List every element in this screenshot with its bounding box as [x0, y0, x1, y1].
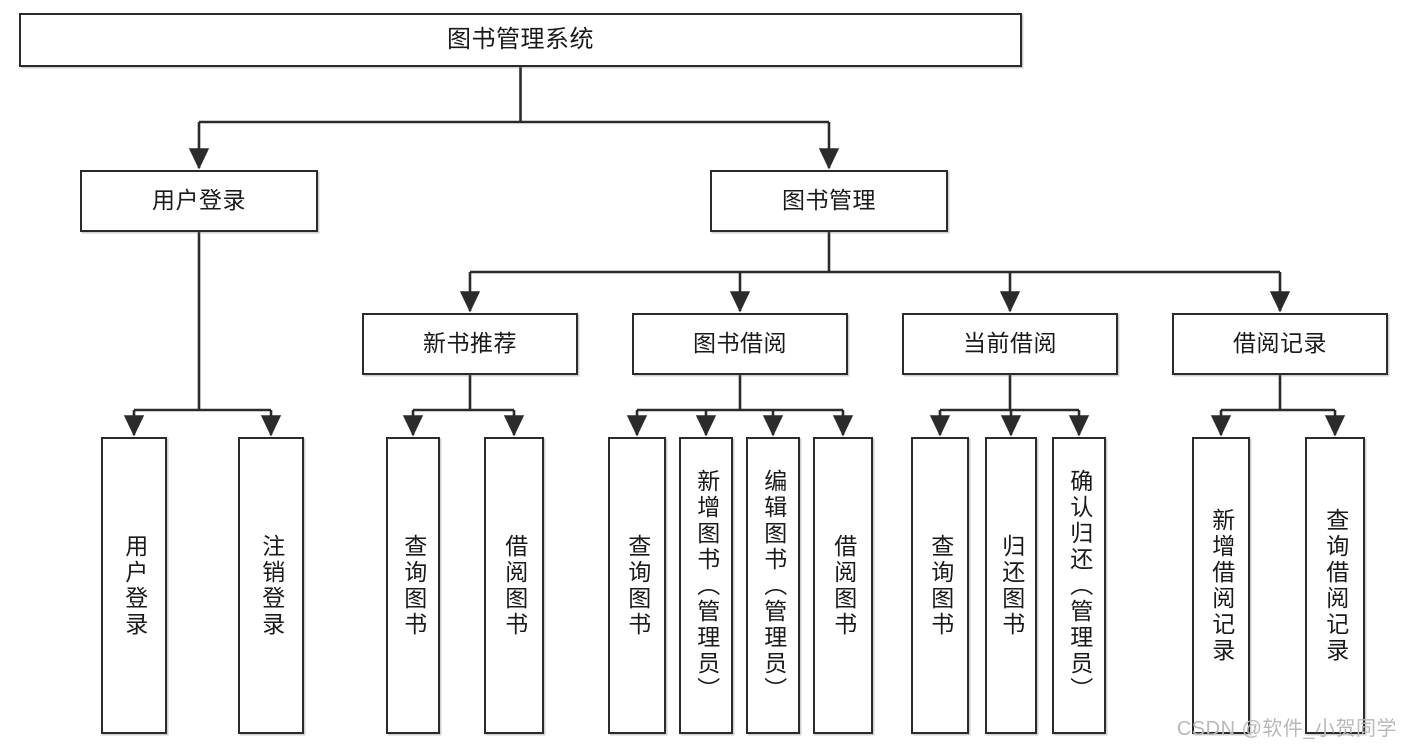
node-label: 编辑图书（管理员）	[760, 468, 787, 703]
leaf-query-book-recommend[interactable]: 查询图书	[386, 437, 440, 734]
node-label: 图书管理	[782, 187, 876, 214]
node-label: 新增借阅记录	[1208, 507, 1235, 664]
node-label: 借阅图书	[501, 533, 528, 638]
leaf-borrow-book[interactable]: 借阅图书	[813, 437, 873, 734]
node-current-borrow[interactable]: 当前借阅	[902, 313, 1118, 375]
node-label: 确认归还（管理员）	[1066, 468, 1093, 703]
leaf-edit-book-admin[interactable]: 编辑图书（管理员）	[746, 437, 800, 734]
node-book-management[interactable]: 图书管理	[710, 170, 948, 232]
node-borrow-record[interactable]: 借阅记录	[1172, 313, 1388, 375]
leaf-user-login[interactable]: 用户登录	[101, 437, 167, 734]
node-label: 图书管理系统	[447, 25, 594, 53]
node-label: 新书推荐	[423, 330, 517, 357]
node-label: 注销登录	[258, 533, 285, 638]
leaf-add-borrow-record[interactable]: 新增借阅记录	[1192, 437, 1250, 734]
node-root-system[interactable]: 图书管理系统	[19, 13, 1022, 67]
node-label: 归还图书	[998, 533, 1025, 638]
leaf-add-book-admin[interactable]: 新增图书（管理员）	[679, 437, 733, 734]
leaf-query-book-borrow[interactable]: 查询图书	[608, 437, 666, 734]
watermark-text: CSDN @软件_小贺同学	[1176, 718, 1397, 740]
node-user-login[interactable]: 用户登录	[80, 170, 318, 232]
leaf-query-borrow-record[interactable]: 查询借阅记录	[1305, 437, 1365, 734]
node-label: 图书借阅	[693, 330, 787, 357]
leaf-query-book-current[interactable]: 查询图书	[911, 437, 969, 734]
node-label: 用户登录	[121, 533, 148, 638]
node-label: 查询图书	[400, 533, 427, 638]
leaf-return-book[interactable]: 归还图书	[985, 437, 1037, 734]
node-label: 查询借阅记录	[1322, 507, 1349, 664]
node-label: 借阅记录	[1233, 330, 1327, 357]
node-label: 查询图书	[624, 533, 651, 638]
node-label: 借阅图书	[830, 533, 857, 638]
leaf-user-logout[interactable]: 注销登录	[238, 437, 304, 734]
node-label: 用户登录	[152, 187, 246, 214]
leaf-confirm-return-admin[interactable]: 确认归还（管理员）	[1052, 437, 1106, 734]
node-label: 当前借阅	[963, 330, 1057, 357]
leaf-borrow-book-recommend[interactable]: 借阅图书	[484, 437, 544, 734]
node-label: 查询图书	[927, 533, 954, 638]
node-book-borrow[interactable]: 图书借阅	[632, 313, 848, 375]
node-new-book-recommend[interactable]: 新书推荐	[362, 313, 578, 375]
node-label: 新增图书（管理员）	[693, 468, 720, 703]
